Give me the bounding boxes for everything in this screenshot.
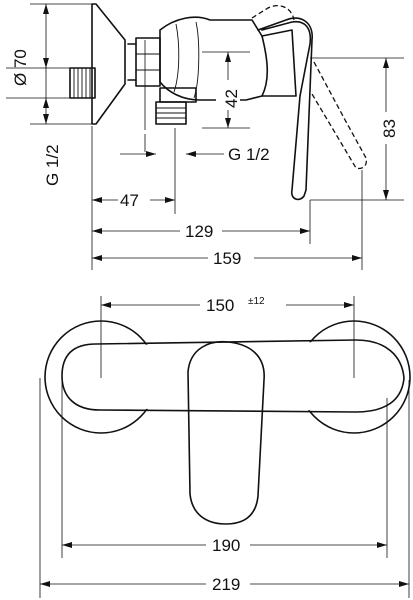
dim-height-42: 42 (202, 51, 250, 129)
dim-159: 159 (92, 170, 363, 270)
dim-height-42-label: 42 (222, 89, 241, 108)
dim-219: 219 (39, 378, 410, 598)
dim-height-83-label: 83 (380, 119, 399, 138)
dim-150: 150 ±12 (101, 296, 354, 315)
side-view (69, 3, 368, 201)
dim-thread-left: G 1/2 (6, 58, 70, 186)
dim-thread-right: G 1/2 (120, 145, 270, 164)
dim-190: 190 (61, 376, 388, 558)
dim-150-tolerance: ±12 (248, 296, 265, 307)
dim-diameter-70: Ø 70 (11, 3, 92, 125)
dim-47: 47 (91, 126, 176, 270)
dim-diameter-70-label: Ø 70 (11, 49, 30, 86)
dim-thread-left-label: G 1/2 (43, 144, 62, 186)
dim-159-label: 159 (213, 249, 241, 268)
dim-129-label: 129 (185, 222, 213, 241)
top-view (44, 296, 411, 525)
dim-129: 129 (92, 200, 311, 244)
dim-47-label: 47 (120, 191, 139, 210)
dim-150-label: 150 (206, 296, 234, 315)
dim-190-label: 190 (212, 536, 240, 555)
dim-219-label: 219 (212, 575, 240, 594)
dim-thread-right-label: G 1/2 (228, 145, 270, 164)
dim-height-83: 83 (310, 57, 404, 201)
